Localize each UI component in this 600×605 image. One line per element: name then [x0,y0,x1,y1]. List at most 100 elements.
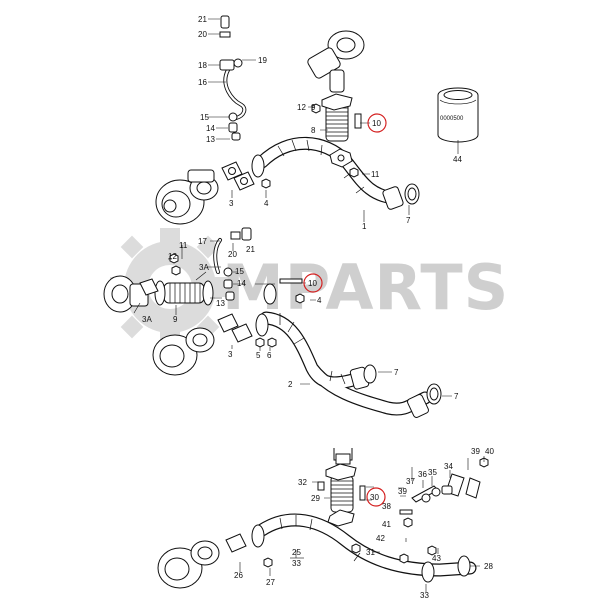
nut-12b [169,253,179,264]
turbocharger-left [103,275,149,313]
callout-44[interactable]: 44 [453,155,462,164]
union-13a [231,132,241,141]
callout-20[interactable]: 20 [198,30,207,39]
callout-5[interactable]: 5 [256,351,261,360]
flex-pipe-29 [325,448,357,527]
callout-9[interactable]: 9 [311,103,316,112]
callout-labels: 21 20 18 19 16 15 14 13 12 9 10 8 11 44 … [142,15,494,600]
callout-9[interactable]: 9 [173,315,178,324]
callout-15[interactable]: 15 [235,267,244,276]
callout-19[interactable]: 19 [258,56,267,65]
flange-mid [263,283,277,305]
bolt-42 [399,509,413,515]
callout-7[interactable]: 7 [454,392,459,401]
callout-11[interactable]: 11 [371,170,380,179]
callout-21[interactable]: 21 [198,15,207,24]
callout-3A[interactable]: 3A [199,263,209,272]
callout-18[interactable]: 18 [198,61,207,70]
callout-32[interactable]: 32 [298,478,307,487]
callout-14[interactable]: 14 [206,124,215,133]
callout-6[interactable]: 6 [267,351,272,360]
badge-44: 0000500 [440,116,464,122]
highlight-ring-10a [367,113,387,133]
callout-39[interactable]: 39 [398,487,407,496]
oil-line-16 [219,15,247,141]
callout-17[interactable]: 17 [198,237,207,246]
callout-39[interactable]: 39 [471,447,480,456]
callout-43[interactable]: 43 [432,554,441,563]
callout-13[interactable]: 13 [206,135,215,144]
washer-36 [421,493,431,503]
callout-29[interactable]: 29 [311,494,320,503]
bushing-37 [441,485,453,495]
nut-11b [171,265,181,276]
bolt-30 [359,485,366,501]
seal-ring-7b [363,364,377,384]
nut-41 [403,517,413,528]
callout-33[interactable]: 33 [292,559,301,568]
callout-25[interactable]: 25 [292,548,301,557]
bolt-10b [279,278,303,284]
callout-28[interactable]: 28 [484,562,493,571]
nut-6 [267,337,277,348]
callout-3A[interactable]: 3A [142,315,152,324]
callout-11[interactable]: 11 [179,241,188,250]
turbocharger-middle [152,327,215,376]
callout-12[interactable]: 12 [297,103,306,112]
callout-4[interactable]: 4 [317,296,322,305]
bolt-10a [354,113,362,129]
callout-33[interactable]: 33 [420,591,429,600]
sleeve-21b [241,227,252,241]
turbocharger-bottom [157,540,220,589]
callout-10[interactable]: 10 [372,119,381,128]
callout-41[interactable]: 41 [382,520,391,529]
callout-21[interactable]: 21 [246,245,255,254]
callout-27[interactable]: 27 [266,578,275,587]
callout-2[interactable]: 2 [288,380,293,389]
nut-4 [261,178,271,189]
highlight-ring-10b [303,273,323,293]
flex-pipe-9 [154,280,214,306]
callout-37[interactable]: 37 [406,477,415,486]
callout-8[interactable]: 8 [311,126,316,135]
callout-3[interactable]: 3 [229,199,234,208]
callout-30[interactable]: 30 [370,493,379,502]
callout-14[interactable]: 14 [237,279,246,288]
callout-10[interactable]: 10 [308,279,317,288]
flange-7 [382,186,404,210]
callout-35[interactable]: 35 [428,468,437,477]
washer-35 [431,487,441,497]
end-flange-28 [457,555,471,577]
callout-3[interactable]: 3 [228,350,233,359]
pipe-flange [251,154,265,178]
callout-26[interactable]: 26 [234,571,243,580]
callout-15[interactable]: 15 [200,113,209,122]
fitting-14b [223,279,233,289]
clamp-33 [421,561,435,583]
callout-13[interactable]: 13 [216,299,225,308]
callout-20[interactable]: 20 [228,250,237,259]
nut-27 [263,557,273,568]
nut-11a [349,167,359,178]
sleeve-44: 0000500 [437,87,479,143]
callout-42[interactable]: 42 [376,534,385,543]
turbo-outlet-top [307,30,365,93]
callout-12[interactable]: 12 [168,252,177,261]
callout-40[interactable]: 40 [485,447,494,456]
callout-7[interactable]: 7 [406,216,411,225]
callout-38[interactable]: 38 [382,502,391,511]
callout-34[interactable]: 34 [444,462,453,471]
callout-7[interactable]: 7 [394,368,399,377]
callout-4[interactable]: 4 [264,199,269,208]
assembly-middle [103,227,442,418]
flange-7c [407,394,429,418]
gasket-3b [217,313,239,333]
gasket-26 [225,533,247,553]
callout-1[interactable]: 1 [362,222,367,231]
callout-31[interactable]: 31 [366,548,375,557]
fitting-14a [228,122,238,133]
callout-16[interactable]: 16 [198,78,207,87]
callout-36[interactable]: 36 [418,470,427,479]
